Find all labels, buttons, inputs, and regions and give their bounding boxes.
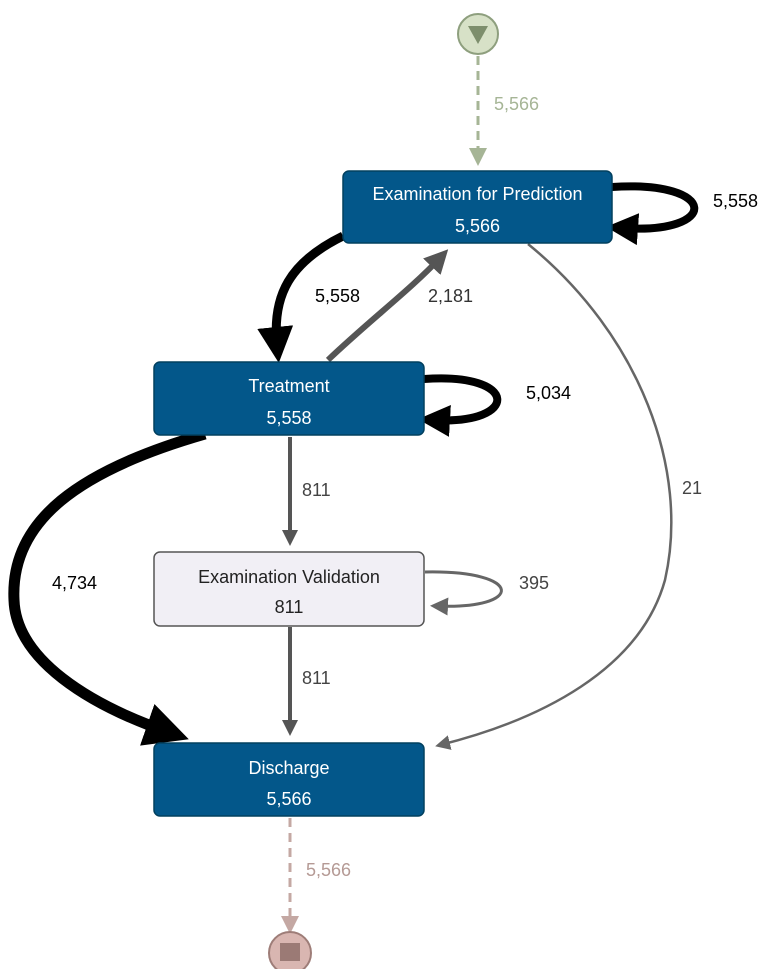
node-title: Examination for Prediction [372,184,582,204]
edge-label-treatment-to-validation: 811 [302,480,331,500]
node-count: 5,566 [266,789,311,809]
edge-exam-to-treatment[interactable] [257,231,345,363]
node-discharge[interactable]: Discharge 5,566 [153,742,425,817]
triangle-down-icon [468,26,488,44]
node-treatment[interactable]: Treatment 5,558 [153,361,425,436]
edge-exam-self-loop[interactable] [606,182,699,246]
edge-label-validation-self-loop: 395 [519,573,549,593]
start-node[interactable] [457,13,499,55]
edge-label-exam-to-treatment: 5,558 [315,286,360,306]
node-examination-validation[interactable]: Examination Validation 811 [153,551,425,627]
edge-label-discharge-to-end: 5,566 [306,860,351,880]
node-count: 5,558 [266,408,311,428]
square-stop-icon [280,943,300,961]
edge-exam-to-discharge[interactable] [435,243,673,750]
edge-label-treatment-self-loop: 5,034 [526,383,571,403]
edge-treatment-to-discharge[interactable] [8,428,207,746]
edge-label-validation-to-discharge: 811 [302,668,331,688]
node-count: 811 [275,597,304,617]
node-title: Examination Validation [198,567,380,587]
edge-validation-self-loop[interactable] [424,570,503,616]
node-title: Treatment [248,376,329,396]
end-node[interactable] [268,931,312,969]
edge-label-exam-self-loop: 5,558 [713,191,758,211]
node-count: 5,566 [455,216,500,236]
node-examination-prediction[interactable]: Examination for Prediction 5,566 [342,170,613,244]
edge-treatment-self-loop[interactable] [418,374,502,437]
edge-label-treatment-to-discharge: 4,734 [52,573,97,593]
edge-label-start-to-exam: 5,566 [494,94,539,114]
edge-label-treatment-to-exam: 2,181 [428,286,473,306]
node-title: Discharge [248,758,329,778]
edge-treatment-to-exam[interactable] [325,249,449,363]
edge-label-exam-to-discharge: 21 [682,478,702,498]
